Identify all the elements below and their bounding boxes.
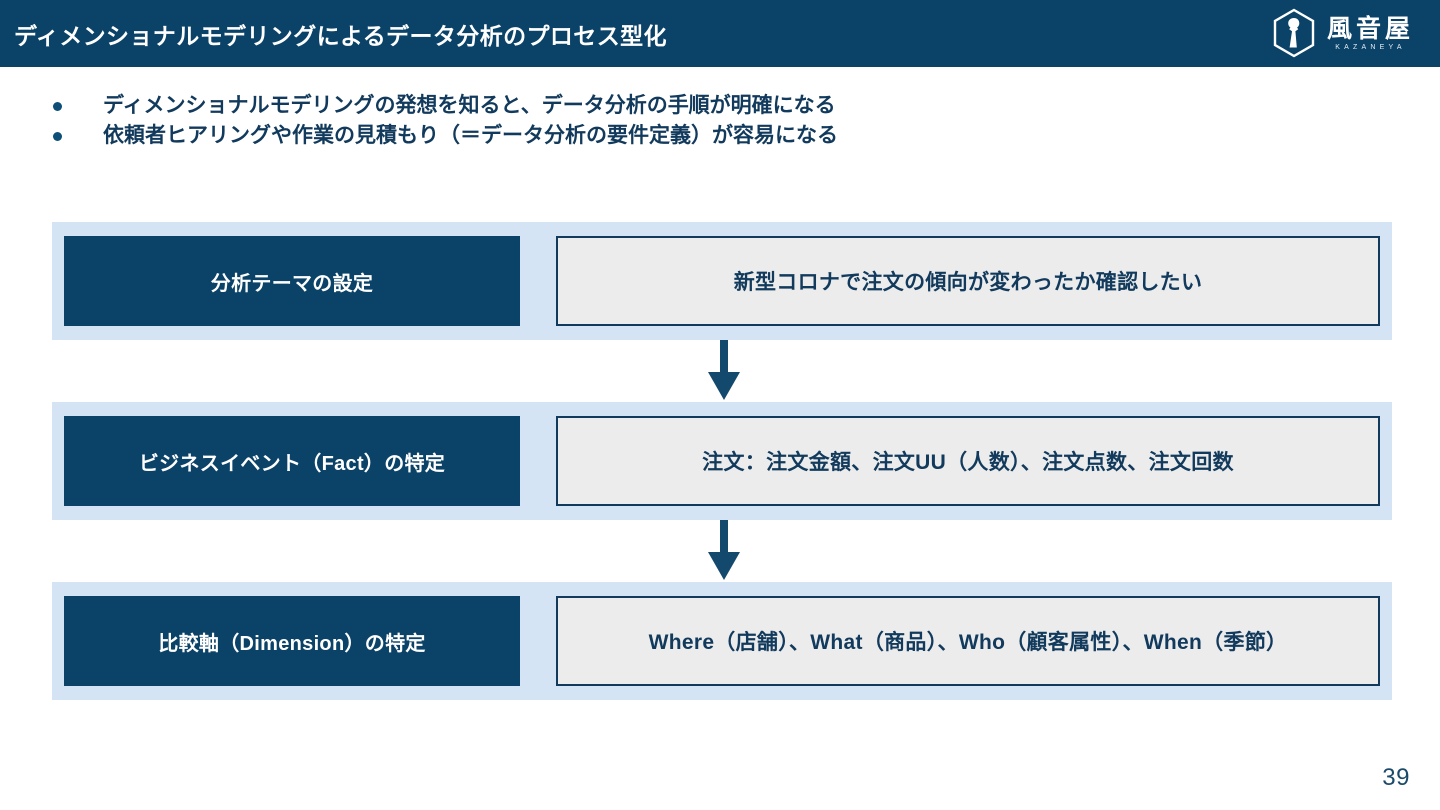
process-step-label-text: 比較軸（Dimension）の特定 [158,632,426,655]
list-item: 依頼者ヒアリングや作業の見積もり（＝データ分析の要件定義）が容易になる [46,122,1246,152]
page-number: 39 [1382,764,1410,791]
process-step-label-2: ビジネスイベント（Fact）の特定 [64,416,520,506]
process-step-value-text: 新型コロナで注文の傾向が変わったか確認したい [733,271,1203,294]
page-title: ディメンショナルモデリングによるデータ分析のプロセス型化 [14,22,667,49]
process-step-row-2: ビジネスイベント（Fact）の特定 注文：注文金額、注文UU（人数）、注文点数、… [52,402,1392,520]
bullet-text: 依頼者ヒアリングや作業の見積もり（＝データ分析の要件定義）が容易になる [103,124,838,147]
process-step-value-2: 注文：注文金額、注文UU（人数）、注文点数、注文回数 [556,416,1380,506]
process-step-label-1: 分析テーマの設定 [64,236,520,326]
process-step-value-3: Where（店舗）、What（商品）、Who（顧客属性）、When（季節） [556,596,1380,686]
process-step-row-1: 分析テーマの設定 新型コロナで注文の傾向が変わったか確認したい [52,222,1392,340]
arrow-down-icon [705,340,743,402]
bullet-dot-icon [53,102,62,111]
process-step-row-3: 比較軸（Dimension）の特定 Where（店舗）、What（商品）、Who… [52,582,1392,700]
brand-name-kanji: 風音屋 [1326,13,1414,43]
process-step-label-3: 比較軸（Dimension）の特定 [64,596,520,686]
process-step-value-text: 注文：注文金額、注文UU（人数）、注文点数、注文回数 [702,451,1234,474]
process-step-label-text: ビジネスイベント（Fact）の特定 [138,452,446,475]
bullet-dot-icon [53,132,62,141]
kazaneya-hexagon-logo-icon [1271,8,1317,58]
brand-logo: 風音屋 KAZANEYA [1271,8,1414,58]
process-step-value-text: Where（店舗）、What（商品）、Who（顧客属性）、When（季節） [648,631,1288,654]
slide-header: ディメンショナルモデリングによるデータ分析のプロセス型化 風音屋 KAZANEY… [0,0,1440,67]
process-step-value-1: 新型コロナで注文の傾向が変わったか確認したい [556,236,1380,326]
process-step-label-text: 分析テーマの設定 [210,272,374,295]
bullet-text: ディメンショナルモデリングの発想を知ると、データ分析の手順が明確になる [103,94,836,117]
summary-bullet-list: ディメンショナルモデリングの発想を知ると、データ分析の手順が明確になる 依頼者ヒ… [46,92,1246,152]
arrow-down-icon [705,520,743,582]
brand-logo-text: 風音屋 KAZANEYA [1327,16,1414,51]
list-item: ディメンショナルモデリングの発想を知ると、データ分析の手順が明確になる [46,92,1246,122]
brand-name-roman: KAZANEYA [1335,43,1406,51]
